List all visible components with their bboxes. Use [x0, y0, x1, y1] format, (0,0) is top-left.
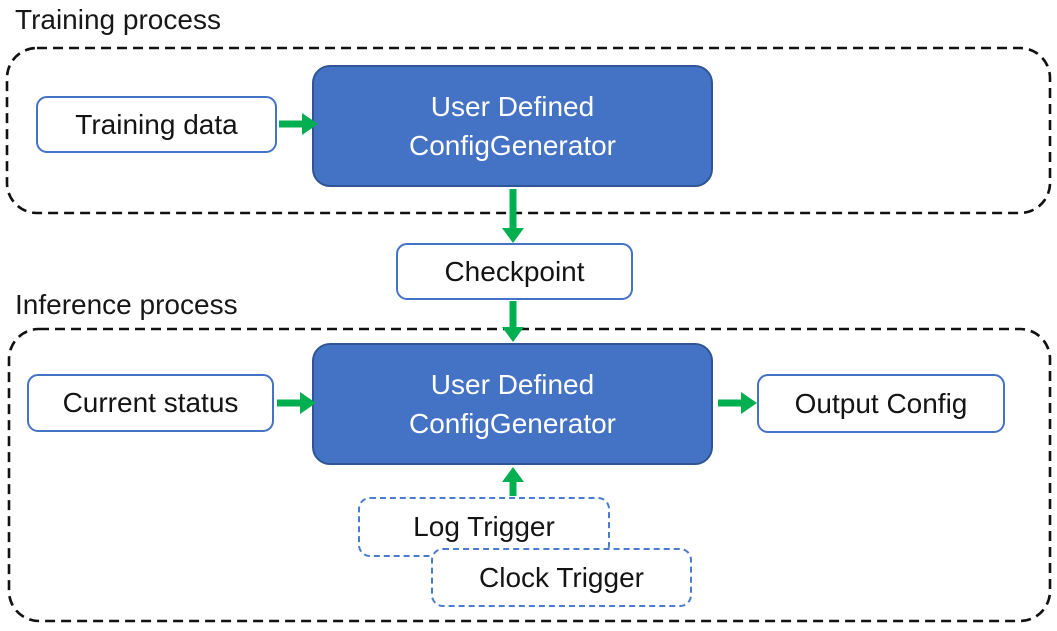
log-trigger-label: Log Trigger	[413, 511, 555, 542]
training-data-label: Training data	[75, 108, 238, 140]
arrow-checkpoint-to-generator-icon	[502, 301, 524, 342]
training-process-label: Training process	[15, 4, 221, 35]
arrow-current-status-to-generator-icon	[277, 392, 316, 414]
config-generator-inference-line2: ConfigGenerator	[408, 408, 616, 439]
config-generator-box-training: User Defined ConfigGenerator	[312, 65, 713, 187]
current-status-box: Current status	[27, 374, 274, 432]
config-generator-training-line2: ConfigGenerator	[408, 130, 616, 161]
arrow-triggers-to-generator-icon	[502, 467, 524, 496]
config-generator-inference-line1: User Defined	[430, 369, 595, 400]
checkpoint-label: Checkpoint	[444, 255, 585, 287]
arrow-generator-to-output-config-icon	[718, 392, 757, 414]
training-data-box: Training data	[36, 96, 277, 153]
clock-trigger-box: Clock Trigger	[431, 548, 692, 607]
config-generator-training-line1: User Defined	[430, 91, 595, 122]
arrow-generator-to-checkpoint-icon	[502, 189, 524, 243]
config-generator-box-inference: User Defined ConfigGenerator	[312, 343, 713, 465]
inference-process-label: Inference process	[15, 289, 238, 320]
clock-trigger-label: Clock Trigger	[479, 561, 644, 593]
current-status-label: Current status	[62, 387, 239, 418]
checkpoint-box: Checkpoint	[396, 243, 633, 300]
output-config-label: Output Config	[794, 387, 968, 419]
output-config-box: Output Config	[757, 374, 1005, 433]
